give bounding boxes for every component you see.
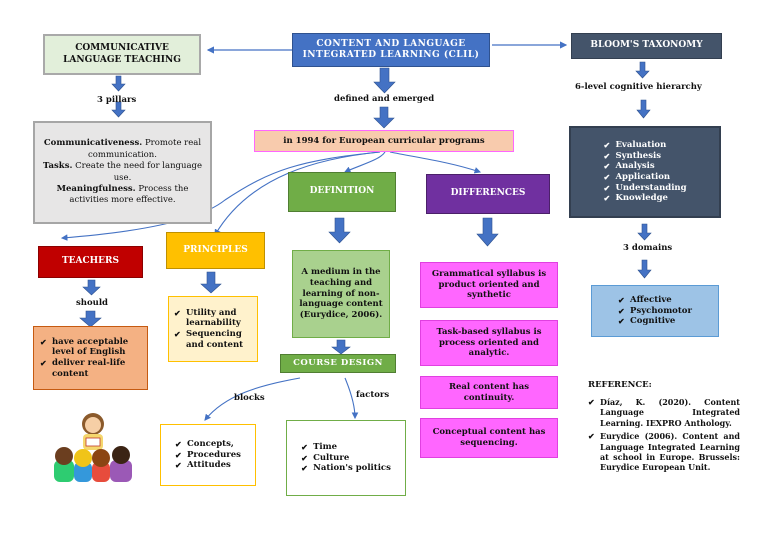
definition-text: A medium in the teaching and learning of…: [299, 267, 383, 320]
arrow-to-teachers: [60, 151, 381, 241]
down-arrow-differences: [476, 217, 499, 247]
children-illustration: [54, 413, 132, 482]
arrow-to-definition: [344, 151, 386, 173]
principle-item-2: Sequencing and content: [174, 329, 252, 350]
principle-item-1: Utility and learnability: [174, 308, 252, 329]
clil-title: CONTENT AND LANGUAGE INTEGRATED LEARNING…: [302, 38, 480, 60]
down-arrow-should: [79, 310, 102, 328]
pillar-communicativeness: Communicativeness. Promote real communic…: [43, 138, 202, 160]
down-arrow-bloom: [635, 61, 650, 79]
cognitive-label: 6-level cognitive hierarchy: [575, 82, 702, 92]
down-arrow-levels: [637, 223, 652, 241]
down-arrow-clt: [111, 75, 126, 92]
down-arrow-course: [331, 339, 351, 355]
teachers-list: have acceptable level of English deliver…: [40, 337, 141, 380]
three-pillars-label: 3 pillars: [97, 95, 137, 105]
block-concepts: Concepts,: [175, 439, 241, 450]
reference-list: Díaz, K. (2020). Content Language Integr…: [588, 397, 740, 473]
principles-list: Utility and learnability Sequencing and …: [174, 308, 252, 351]
differences-title: DIFFERENCES: [450, 188, 526, 199]
defined-label: defined and emerged: [334, 94, 435, 104]
pillars-box: Communicativeness. Promote real communic…: [33, 121, 212, 224]
domain-psychomotor: Psychomotor: [618, 306, 692, 317]
principles-title: PRINCIPLES: [183, 244, 248, 255]
year-text: in 1994 for European curricular programs: [283, 135, 485, 146]
factors-label: factors: [356, 390, 390, 400]
bloom-levels-list: Evaluation Synthesis Analysis Applicatio…: [603, 140, 686, 204]
arrow-to-factors: [344, 377, 359, 420]
teacher-item-1: have acceptable level of English: [40, 337, 141, 358]
should-label: should: [76, 298, 108, 308]
pillar-meaningfulness: Meaningfulness. Process the activities m…: [56, 183, 189, 206]
factors-list: Time Culture Nation's politics: [301, 442, 391, 474]
teachers-title-box: TEACHERS: [38, 246, 143, 278]
down-arrow-principles: [200, 271, 222, 294]
bloom-title-box: BLOOM'S TAXONOMY: [571, 33, 722, 59]
down-arrow-pillars: [111, 101, 126, 118]
clt-title-box: COMMUNICATIVE LANGUAGE TEACHING: [43, 34, 201, 75]
down-arrow-definition: [328, 217, 351, 244]
bloom-title: BLOOM'S TAXONOMY: [590, 40, 703, 51]
principles-items-box: Utility and learnability Sequencing and …: [168, 296, 258, 362]
year-box: in 1994 for European curricular programs: [254, 130, 514, 152]
block-procedures: Procedures: [175, 450, 241, 461]
principles-title-box: PRINCIPLES: [166, 232, 265, 269]
course-design-box: COURSE DESIGN: [280, 354, 396, 373]
blocks-label: blocks: [234, 393, 265, 403]
down-arrow-cognitive: [636, 99, 651, 119]
bloom-domains-box: Affective Psychomotor Cognitive: [591, 285, 719, 337]
domain-cognitive: Cognitive: [618, 316, 692, 327]
definition-title-box: DEFINITION: [288, 172, 396, 212]
teachers-title: TEACHERS: [61, 256, 120, 267]
difference-item-3: Real content has continuity.: [420, 376, 558, 409]
difference-item-2: Task-based syllabus is process oriented …: [420, 320, 558, 366]
clt-title: COMMUNICATIVE LANGUAGE TEACHING: [63, 43, 181, 65]
bloom-levels-box: Evaluation Synthesis Analysis Applicatio…: [569, 126, 721, 218]
blocks-box: Concepts, Procedures Attitudes: [160, 424, 256, 486]
domain-affective: Affective: [618, 295, 692, 306]
definition-text-box: A medium in the teaching and learning of…: [292, 250, 390, 338]
down-arrow-domains: [637, 259, 652, 279]
level-synthesis: Synthesis: [603, 151, 686, 162]
factor-politics: Nation's politics: [301, 463, 391, 474]
differences-title-box: DIFFERENCES: [426, 174, 550, 214]
teacher-item-2: deliver real-life content: [40, 358, 141, 379]
reference-item-2: Eurydice (2006). Content and Language In…: [588, 431, 740, 473]
level-knowledge: Knowledge: [603, 193, 686, 204]
arrow-to-blocks: [204, 377, 301, 421]
definition-title: DEFINITION: [309, 186, 375, 197]
domains-list: Affective Psychomotor Cognitive: [618, 295, 692, 327]
level-understanding: Understanding: [603, 183, 686, 194]
reference-title: REFERENCE:: [588, 380, 652, 390]
reference-item-1: Díaz, K. (2020). Content Language Integr…: [588, 397, 740, 428]
level-evaluation: Evaluation: [603, 140, 686, 151]
level-application: Application: [603, 172, 686, 183]
factor-culture: Culture: [301, 453, 391, 464]
blocks-list: Concepts, Procedures Attitudes: [175, 439, 241, 471]
difference-item-4: Conceptual content has sequencing.: [420, 418, 558, 458]
course-design-title: COURSE DESIGN: [293, 358, 383, 369]
down-arrow-clil: [373, 67, 396, 94]
three-domains-label: 3 domains: [623, 243, 673, 253]
difference-item-1: Grammatical syllabus is product oriented…: [420, 262, 558, 308]
down-arrow-teachers: [82, 279, 101, 296]
factors-box: Time Culture Nation's politics: [286, 420, 406, 496]
block-attitudes: Attitudes: [175, 460, 241, 471]
down-arrow-defined: [373, 106, 395, 129]
reference-section: REFERENCE: Díaz, K. (2020). Content Lang…: [588, 380, 740, 473]
factor-time: Time: [301, 442, 391, 453]
teachers-items-box: have acceptable level of English deliver…: [33, 326, 148, 390]
clil-title-box: CONTENT AND LANGUAGE INTEGRATED LEARNING…: [292, 33, 490, 67]
level-analysis: Analysis: [603, 161, 686, 172]
pillar-tasks: Tasks. Create the need for language use.: [43, 161, 203, 183]
arrow-to-differences: [389, 151, 482, 174]
